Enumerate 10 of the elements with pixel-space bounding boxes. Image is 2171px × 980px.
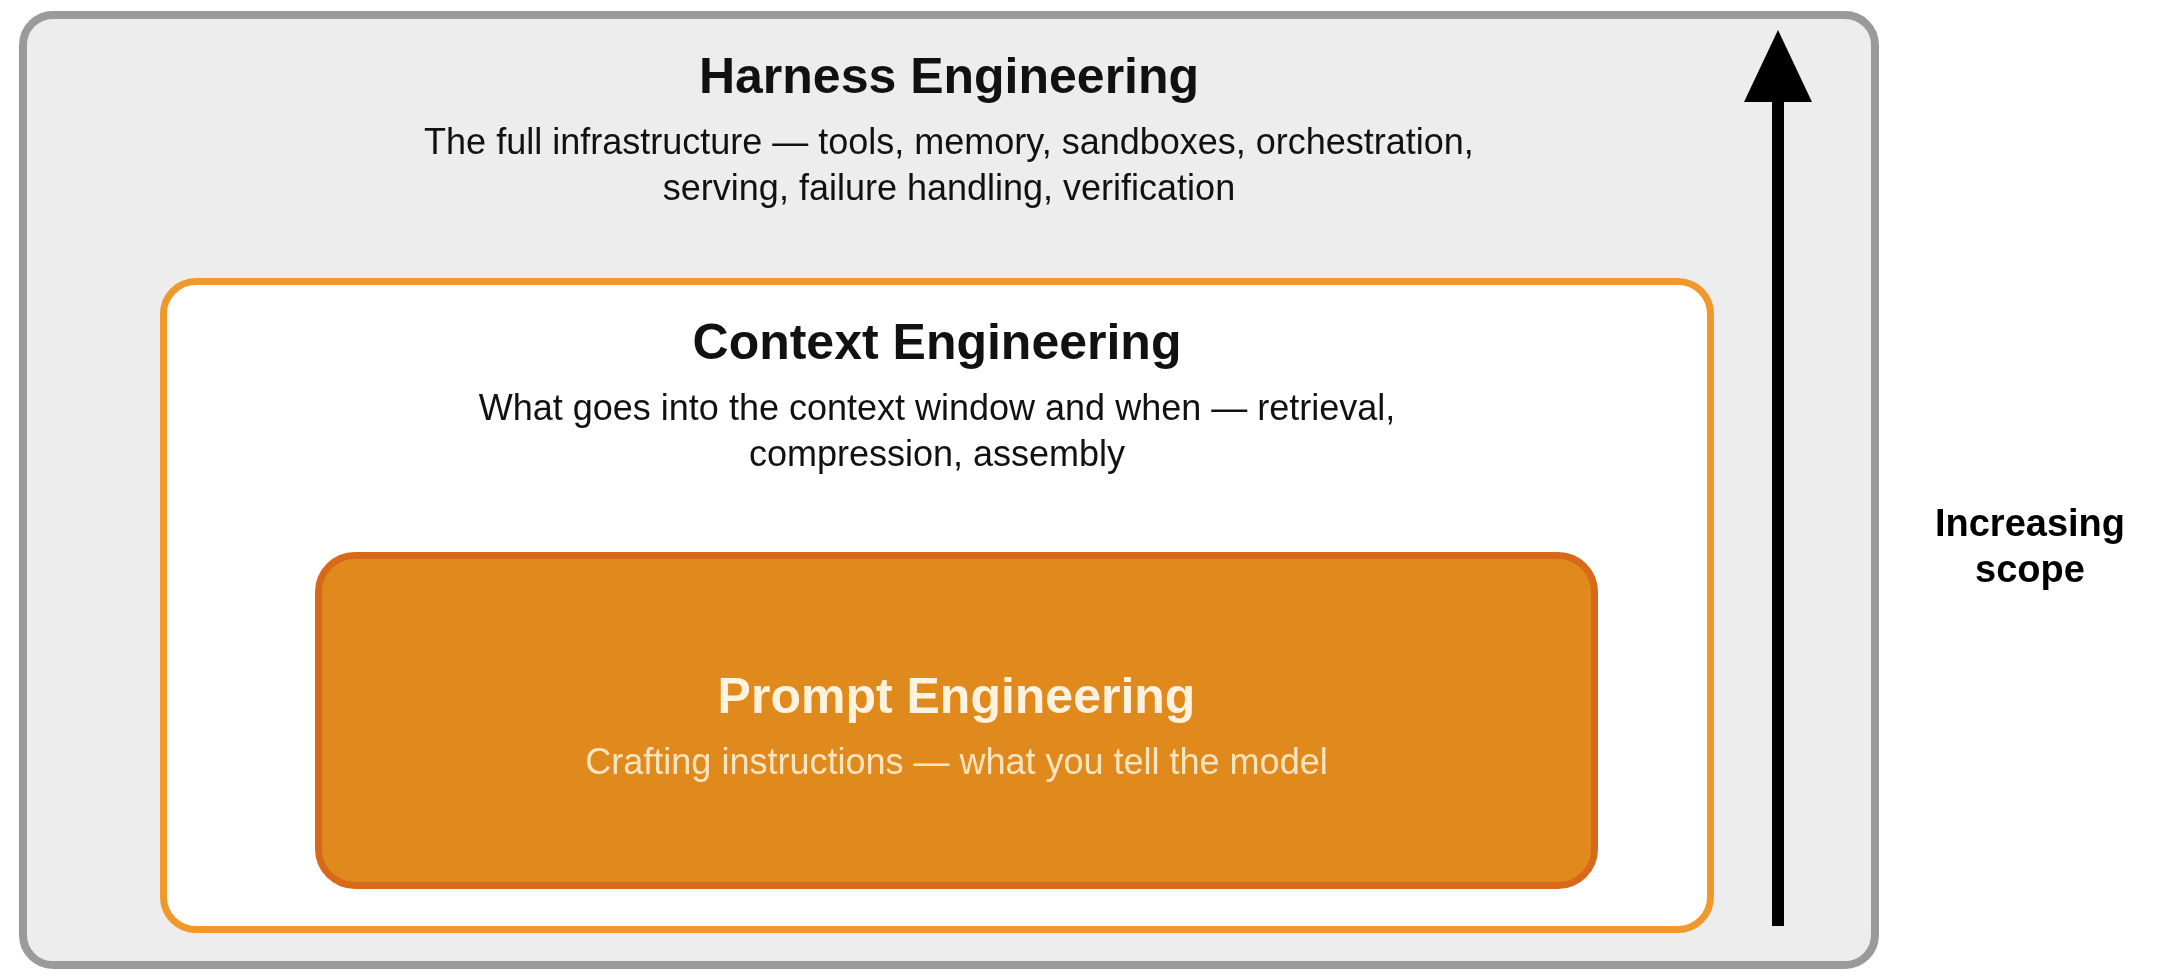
axis-caption: Increasing scope [1933, 501, 2127, 592]
layer-panel [160, 278, 1714, 933]
layer-panel [315, 552, 1598, 889]
layer-title: Context Engineering [692, 313, 1182, 371]
layer-description: Crafting instructions — what you tell the model [585, 740, 1328, 784]
layer-title: Prompt Engineering [717, 667, 1196, 725]
layer-description: The full infrastructure — tools, memory, sandboxes, orchestration, serving, failure handling, verification [423, 120, 1475, 210]
layer-title: Harness Engineering [698, 47, 1200, 105]
layer-description: What goes into the context window and when — retrieval, compression, assembly [477, 386, 1397, 476]
layer-panel [19, 11, 1879, 969]
